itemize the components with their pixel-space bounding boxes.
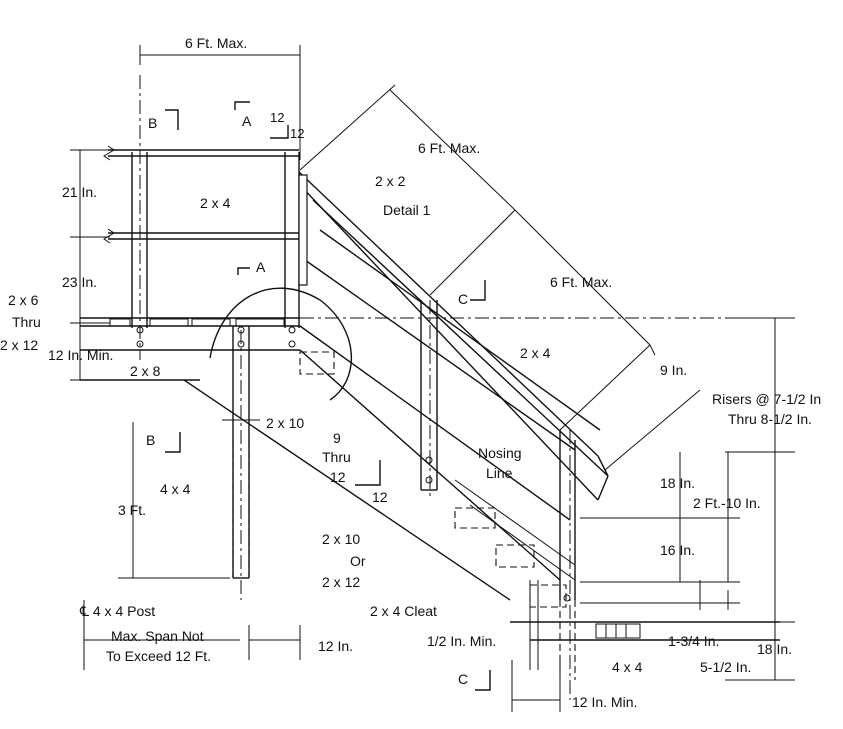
member-4x4-post: 4 x 4	[160, 481, 191, 497]
slope-top-12a: 12	[270, 110, 284, 125]
member-2x10-stringer: 2 x 10	[266, 415, 304, 431]
member-2x2: 2 x 2	[375, 173, 406, 189]
section-b-low: B	[146, 432, 155, 448]
base-floor	[510, 580, 780, 680]
member-2x6-line1: 2 x 6	[8, 292, 39, 308]
member-2x4-cleat: 2 x 4 Cleat	[370, 603, 437, 619]
dim-3ft: 3 Ft.	[118, 502, 146, 518]
member-2x4-top: 2 x 4	[200, 195, 231, 211]
risers-line1: Risers @ 7-1/2 In	[712, 391, 821, 407]
section-c-mid: C	[458, 291, 468, 307]
member-2x10-or-line1: 2 x 10	[322, 531, 360, 547]
detail-1: Detail 1	[383, 202, 431, 218]
dim-12in-bottom: 12 In.	[318, 638, 353, 654]
dim-23in: 23 In.	[62, 274, 97, 290]
dim-half-in-min: 1/2 In. Min.	[427, 633, 496, 649]
member-4x4-bottom: 4 x 4	[612, 659, 643, 675]
member-2x8: 2 x 8	[130, 363, 161, 379]
slope-top-12b: 12	[290, 126, 304, 141]
member-2x4-rails: 2 x 4	[520, 345, 551, 361]
risers-line2: Thru 8-1/2 In.	[728, 411, 812, 427]
stair-stringer	[183, 171, 609, 608]
section-a-mid: A	[256, 259, 266, 275]
member-2x6-line2: Thru	[12, 314, 41, 330]
dim-9in: 9 In.	[660, 362, 687, 378]
slope-9: 9	[333, 430, 341, 446]
section-markers	[165, 101, 491, 691]
section-a-top: A	[242, 113, 252, 129]
dim-16in: 16 In.	[660, 542, 695, 558]
nosing-line1: Nosing	[478, 445, 522, 461]
member-2x10-or-line2: Or	[350, 553, 366, 569]
dim-6ft-top: 6 Ft. Max.	[185, 35, 247, 51]
dim-6ft-diag-lower: 6 Ft. Max.	[550, 274, 612, 290]
max-span-line2: To Exceed 12 Ft.	[106, 648, 211, 664]
slope-12-lower: 12	[372, 489, 388, 505]
section-b-top: B	[148, 115, 157, 131]
dim-5-1-2: 5-1/2 In.	[700, 659, 751, 675]
slope-thru: Thru	[322, 449, 351, 465]
max-span-line1: Max. Span Not	[111, 628, 204, 644]
slope-12-upper: 12	[330, 469, 346, 485]
dimension-lines	[70, 45, 795, 712]
dim-6ft-diag-upper: 6 Ft. Max.	[418, 140, 480, 156]
member-2x6-line3: 2 x 12	[0, 337, 38, 353]
dim-2ft10: 2 Ft.-10 In.	[693, 495, 761, 511]
dim-18in-upper: 18 In.	[660, 475, 695, 491]
post-centerline: ℄ 4 x 4 Post	[79, 603, 155, 619]
dim-12in-min-bottom: 12 In. Min.	[572, 694, 637, 710]
dim-12in-min: 12 In. Min.	[48, 347, 113, 363]
dim-1-3-4: 1-3/4 In.	[668, 633, 719, 649]
landing-guardrail	[80, 145, 300, 381]
centerlines	[139, 75, 780, 700]
nosing-line2: Line	[486, 465, 513, 481]
section-c-low: C	[458, 671, 468, 687]
member-2x10-or-line3: 2 x 12	[322, 574, 360, 590]
detail-1-circle	[209, 287, 352, 401]
dim-18in-lower: 18 In.	[757, 641, 792, 657]
platform-posts	[222, 326, 260, 579]
dim-21in: 21 In.	[62, 184, 97, 200]
